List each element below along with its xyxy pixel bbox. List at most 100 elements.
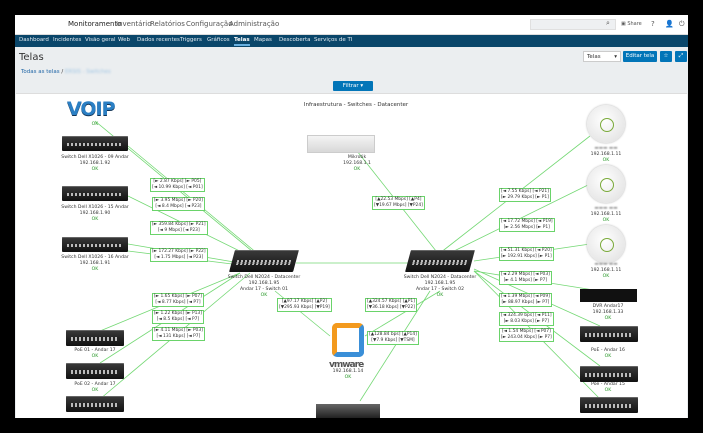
element-label: Andar 17 - Switch 01 [239,287,289,292]
fullscreen-icon[interactable]: ⤢ [675,51,687,62]
nav-tab-telas[interactable]: Telas [234,37,250,46]
link-label: [► 172.27 Kbps] [► P22][◄ 1.75 Mbps] [◄ … [150,248,208,262]
switch-icon[interactable] [62,186,128,201]
hostname-blurred: ▬▬▬ ▬▬ [594,262,618,267]
poe-switch-icon[interactable] [66,363,124,379]
user-icon[interactable]: 👤 [665,20,674,28]
link-label-line: [► 4.11 Mbps] [► P03] [154,328,203,333]
server-icon[interactable] [316,404,380,418]
link-line [359,290,431,402]
link-label: [◄ 1.54 Mbps] [◄ P07][► 243.04 Kbps] [► … [499,328,554,342]
breadcrumb-root[interactable]: Todas as telas [21,69,60,75]
menu-configuracao[interactable]: Configuração [186,20,233,28]
access-point-icon[interactable] [587,105,625,143]
poe-switch-icon[interactable] [580,366,638,382]
link-label-line: [► 3.95 Mbps] [► P20] [154,198,203,203]
link-label: [▲128.84 bps] [▲P14][▼7.9 Kbps] [▼TSM] [367,331,419,345]
access-point-icon[interactable] [587,165,625,203]
vmware-logo-icon[interactable] [332,323,364,357]
link-label-line: [◄ 131 Kbps] [◄ P7] [156,334,201,339]
link-label-line: [◄ 7.55 Kbps] [◄ P21] [501,189,549,194]
help-icon[interactable]: ? [651,20,655,28]
link-label-line: [◄ 324.39 bps] [◄ P11] [501,313,552,318]
link-label: [► 3.95 Mbps] [► P20][◄ 8.4 Mbps] [◄ P23… [152,197,205,211]
element-label: Switch Dell X1026 - 16 Andar [61,255,129,260]
status-ok: OK [91,354,99,359]
link-label: [▲97.17 Kbps] [▲P2][▼295.93 Kbps] [▼P19] [277,298,332,312]
element-label: Poe - Andar 15 [591,382,625,387]
link-label-line: [◄ 1.54 Mbps] [◄ P07] [501,329,551,334]
share-button[interactable]: ▣ Share [621,21,642,27]
element-label: DVR Andar17 [592,304,624,309]
element-label: Andar 17 - Switch 02 [415,287,465,292]
poe-switch-icon[interactable] [66,396,124,412]
status-ok: OK [604,388,612,393]
edit-screen-button[interactable]: Editar tela [623,51,657,62]
search-icon[interactable]: ⌕ [606,19,610,27]
status-ok: OK [353,167,361,172]
nav-tab-triggers[interactable]: Triggers [180,37,202,43]
poe-switch-icon[interactable] [66,330,124,346]
favorite-star-icon[interactable]: ☆ [660,51,672,62]
link-label-line: [► 4.1 Mbps] [► P7] [503,278,548,283]
element-label: 192.168.1.14 [332,369,364,374]
link-label: [◄ 7.55 Kbps] [◄ P21][► 29.79 Kbps] [► P… [499,188,551,202]
link-label: [► 2.87 Kbps] [► P05][◄ 10.99 Kbps] [◄ P… [150,178,205,192]
screen-select[interactable]: Telas▾ [583,51,621,62]
access-point-icon[interactable] [587,225,625,263]
switch-icon[interactable] [62,237,128,252]
link-label: [▲324.57 Kbps] [▲P1][▼36.18 Kbps] [▼P22] [365,298,417,312]
menu-monitoramento[interactable]: Monitoramento [68,20,122,28]
nav-tab-descoberta[interactable]: Descoberta [279,37,311,43]
link-label: [◄ 2.29 Mbps] [◄ P03][► 4.1 Mbps] [► P7] [499,271,552,285]
nav-tab-visão-geral[interactable]: Visão geral [85,37,116,43]
element-label: 192.168.1.11 [590,212,622,217]
hostname-blurred: ▬▬▬ ▬▬ [594,146,618,151]
link-label-line: [► 2.87 Kbps] [► P05] [153,179,202,184]
menu-inventario[interactable]: Inventário [116,20,152,28]
link-label: [▲22.53 Mbps] [▲P4][▼19.67 Mbps] [▼P24] [372,196,425,210]
element-label: PoE 01 - Andar 17 [74,348,116,353]
core-switch-icon[interactable] [405,250,475,272]
element-label: 192.168.1.92 [79,161,111,166]
link-label-line: [▼295.93 Kbps] [▼P19] [279,305,330,310]
breadcrumb-current: ERSIS - Switches [64,69,111,75]
link-label: [► 4.11 Mbps] [► P03][◄ 131 Kbps] [◄ P7] [152,327,205,341]
element-label: 192.168.1.11 [590,152,622,157]
element-label: 192.168.1.95 [424,281,456,286]
core-switch-icon[interactable] [229,250,299,272]
link-label: [◄ 324.39 bps] [◄ P11][► 8.03 Kbps] [► P… [499,312,554,326]
element-label: 192.168.1.90 [79,211,111,216]
menu-administracao[interactable]: Administração [229,20,280,28]
map-title: Infraestrutura - Switches - Datacenter [303,102,409,108]
element-label: 192.168.1.33 [592,310,624,315]
poe-switch-icon[interactable] [580,397,638,413]
link-label: [► 1.22 Kbps] [► P13][◄ 8.5 Kbps] [◄ P7] [152,310,204,324]
link-label-line: [◄ 8.5 Kbps] [◄ P7] [156,317,200,322]
menu-relatorios[interactable]: Relatórios [150,20,185,28]
element-label: Switch Dell X1026 - 09 Andar [61,155,129,160]
nav-tab-incidentes[interactable]: Incidentes [53,37,82,43]
breadcrumb: Todas as telas / ERSIS - Switches [21,69,111,75]
filter-button[interactable]: Filtrar ▾ [333,81,373,91]
nav-tab-serviços-de-ti[interactable]: Serviços de TI [314,37,353,43]
status-ok: OK [602,158,610,163]
power-icon[interactable]: ⏻ [679,20,685,28]
nav-tab-gráficos[interactable]: Gráficos [207,37,230,43]
dvr-icon[interactable] [580,289,637,302]
router-icon[interactable] [307,135,375,153]
element-label: 192.168.1.11 [590,268,622,273]
nav-tab-dados-recentes[interactable]: Dados recentes [137,37,180,43]
status-ok: OK [91,167,99,172]
nav-tab-mapas[interactable]: Mapas [254,37,272,43]
nav-tab-dashboard[interactable]: Dashboard [19,37,49,43]
select-value: Telas [587,54,601,60]
link-label-line: [◄ 2.29 Mbps] [◄ P03] [501,272,550,277]
link-label-line: [◄ 17.72 Mbps] [◄ P19] [501,219,553,224]
search-input[interactable] [530,19,616,30]
status-ok: OK [260,293,268,298]
poe-switch-icon[interactable] [580,326,638,342]
nav-tab-web[interactable]: Web [118,37,130,43]
switch-icon[interactable] [62,136,128,151]
voip-logo[interactable]: VOIP [67,98,116,120]
